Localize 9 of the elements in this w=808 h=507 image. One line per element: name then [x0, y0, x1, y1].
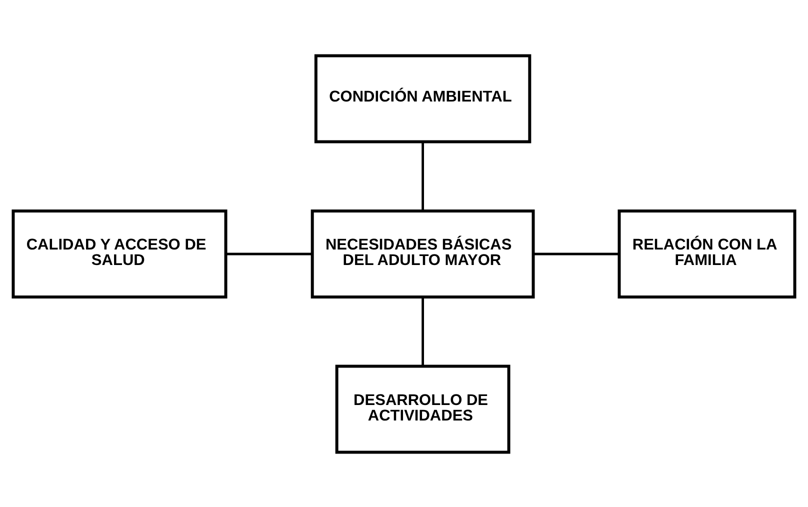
node-box: RELACIÓN CON LA FAMILIA — [618, 209, 796, 298]
connector — [422, 296, 424, 366]
node-box: DESARROLLO DE ACTIVIDADES — [335, 364, 510, 454]
connector — [533, 252, 620, 255]
connector — [226, 252, 312, 255]
node-box: NECESIDADES BÁSICAS DEL ADULTO MAYOR — [310, 209, 535, 298]
node-box: CALIDAD Y ACCESO DE SALUD — [12, 209, 228, 298]
connector — [422, 142, 424, 210]
node-box: CONDICIÓN AMBIENTAL — [314, 54, 532, 143]
